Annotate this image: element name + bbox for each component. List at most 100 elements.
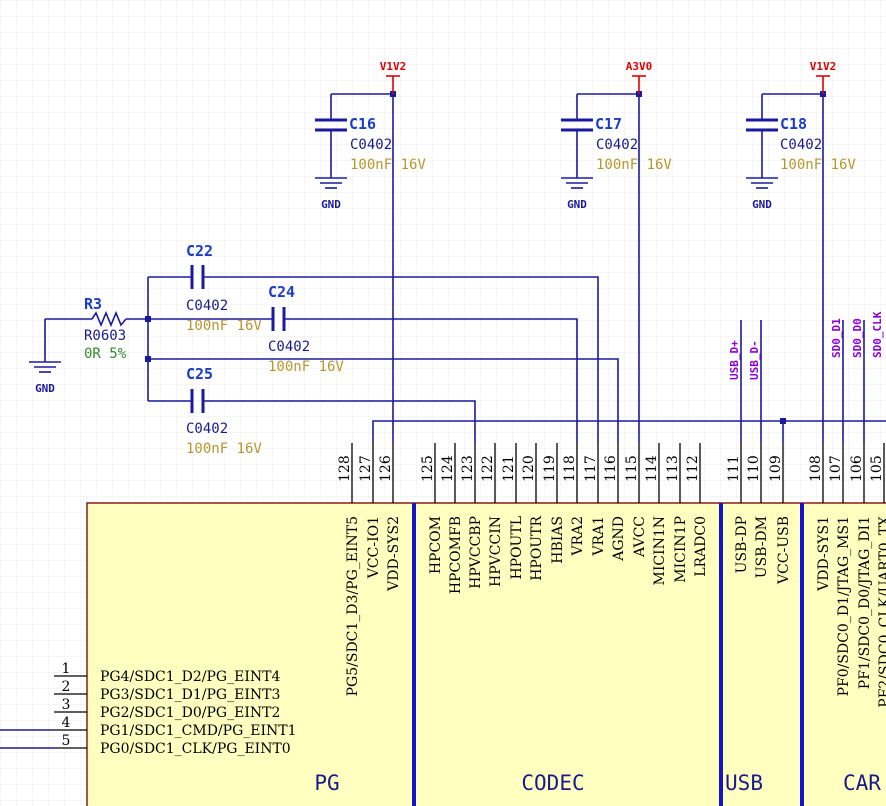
net-label-sd0-d0[interactable]: SD0_D0 — [851, 318, 864, 358]
capacitor-footprint: C0402 — [186, 421, 228, 437]
capacitor-value: 100nF 16V — [268, 359, 344, 375]
wire[interactable] — [203, 276, 599, 443]
gnd-symbol-c18[interactable] — [746, 177, 778, 189]
pin-number: 122 — [480, 455, 496, 482]
pin-number: 4 — [62, 715, 71, 731]
capacitor-value: 100nF 16V — [596, 157, 672, 173]
pin-number: 119 — [542, 455, 558, 482]
capacitor-c22[interactable] — [190, 265, 205, 289]
pin-number: 105 — [869, 455, 885, 482]
gnd-label: GND — [35, 382, 55, 395]
capacitor-c18[interactable] — [746, 118, 778, 132]
wire[interactable] — [284, 318, 578, 443]
pin-number: 121 — [501, 455, 517, 482]
section-label-usb: USB — [725, 771, 763, 795]
wire[interactable] — [148, 358, 619, 443]
capacitor-footprint: C0402 — [350, 137, 392, 153]
section-label-pg: PG — [314, 771, 339, 795]
power-port-v1v2-1[interactable]: V1V2 — [380, 60, 407, 94]
gnd-symbol-c16[interactable] — [315, 177, 347, 189]
capacitor-c16[interactable] — [315, 118, 347, 132]
wire[interactable] — [372, 420, 886, 443]
pin-name: VDD-SYS2 — [386, 516, 402, 592]
pin-number: 123 — [460, 455, 476, 482]
pin-name: MICIN1N — [652, 516, 668, 586]
pin-name: PF0/SDC0_D1/JTAG_MS1 — [836, 516, 852, 696]
gnd-label: GND — [567, 198, 587, 211]
resistor-value: 0R 5% — [84, 346, 127, 362]
pin-name: PG2/SDC1_D0/PG_EINT2 — [100, 705, 280, 721]
capacitor-c25[interactable] — [190, 389, 205, 413]
net-label-sd0-clk[interactable]: SD0_CLK — [871, 311, 884, 358]
power-port-a3v0[interactable]: A3V0 — [626, 60, 653, 94]
pin-name: VRA2 — [570, 516, 586, 557]
top-pins: 128PG5/SDC1_D3/PG_EINT5127VCC-IO1126VDD-… — [337, 443, 886, 708]
pin-number: 125 — [420, 455, 436, 482]
gnd-label: GND — [752, 198, 772, 211]
net-label-usb-dp[interactable]: USB_D+ — [728, 340, 741, 380]
gnd-symbol-r3[interactable] — [29, 361, 61, 373]
pin-name: HPCOM — [428, 516, 444, 574]
pin-name: PF1/SDC0_D0/JTAG_DI1 — [857, 516, 873, 689]
pin-number: 116 — [603, 455, 619, 482]
capacitor-designator: C18 — [780, 115, 807, 133]
pin-number: 110 — [746, 455, 762, 482]
power-port-v1v2-2[interactable]: V1V2 — [810, 60, 837, 94]
wire[interactable] — [203, 400, 476, 443]
pin-name: AGND — [611, 516, 627, 562]
pin-name: PG3/SDC1_D1/PG_EINT3 — [100, 687, 280, 703]
pin-name: HPOUTL — [509, 516, 525, 580]
pin-name: PG5/SDC1_D3/PG_EINT5 — [345, 516, 361, 696]
pin-name: PF2/SDC0_CLK/UART0_TX — [877, 516, 886, 708]
capacitor-designator: C22 — [186, 242, 213, 260]
pin-number: 108 — [808, 455, 824, 482]
pin-name: VDD-SYS1 — [816, 516, 832, 592]
pin-number: 128 — [337, 455, 353, 482]
pin-number: 115 — [624, 455, 640, 482]
resistor-footprint: R0603 — [84, 328, 126, 344]
pin-name: LRADC0 — [693, 516, 709, 577]
capacitor-c17[interactable] — [561, 118, 593, 132]
pin-number: 113 — [665, 455, 681, 482]
resistor-r3[interactable] — [91, 310, 127, 328]
pin-number: 5 — [62, 733, 71, 749]
net-label-usb-dm[interactable]: USB_D- — [748, 340, 761, 380]
capacitor-footprint: C0402 — [186, 298, 228, 314]
capacitor-c24[interactable] — [271, 307, 286, 331]
pin-number: 106 — [849, 455, 865, 482]
net-label-sd0-d1[interactable]: SD0_D1 — [830, 318, 843, 358]
gnd-symbol-c17[interactable] — [561, 177, 593, 189]
ic-body[interactable] — [86, 502, 886, 806]
capacitor-value: 100nF 16V — [186, 318, 262, 334]
